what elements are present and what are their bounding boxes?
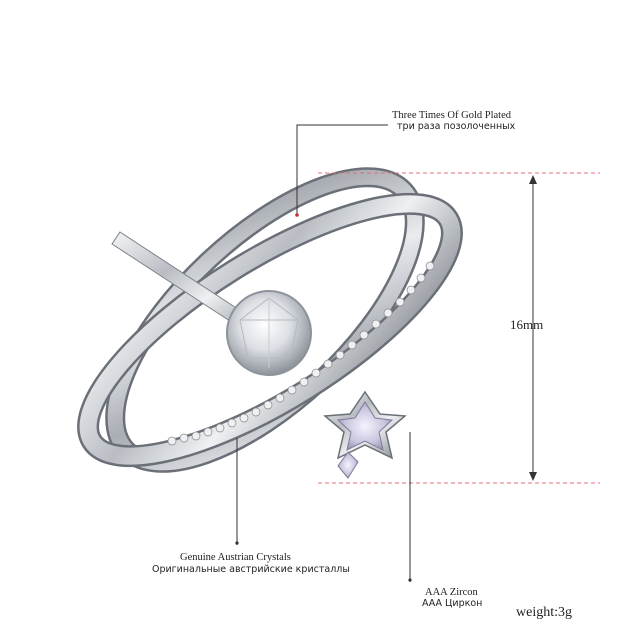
gold-plated-marker [295,213,299,217]
crystals-marker [235,541,239,545]
zircon-label-ru: AAA Циркон [422,598,483,609]
gold-plated-label-ru: три раза позолоченных [397,121,516,132]
crystals-label-ru: Оригинальные австрийские кристаллы [152,564,350,575]
dimension-arrow-down [529,472,537,481]
gold-plated-leader-line [296,124,388,215]
dimension-arrow-up [529,175,537,184]
weight-label: weight:3g [516,605,572,620]
zircon-label: AAA Zircon [425,587,478,598]
ring-band-front [79,195,461,465]
crystals-label: Genuine Austrian Crystals [180,552,291,563]
star-zircon-setting [323,390,407,479]
round-crystal [226,290,312,376]
gold-plated-label: Three Times Of Gold Plated [392,110,511,121]
height-dimension-label: 16mm [510,317,544,332]
zircon-marker [408,578,412,582]
pave-crystal-row [167,261,435,446]
